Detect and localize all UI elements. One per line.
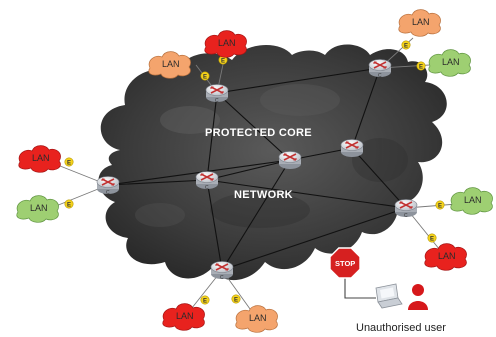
laptop-icon [375,283,403,309]
encryptor-icon: E [416,61,426,71]
lan-cloud-green: LAN [450,187,493,215]
lan-cloud-orange: LAN [235,305,278,333]
router-letter: C [215,98,219,104]
router-letter: C [106,190,110,196]
lan-cloud-green: LAN [16,195,59,223]
svg-text:E: E [67,203,71,209]
lan-cloud-orange: LAN [398,9,441,37]
unauthorised-access-path [344,278,376,299]
lan-label: LAN [412,17,430,27]
svg-text:E: E [419,65,423,71]
router-icon [278,150,302,170]
router-icon [340,138,364,158]
lan-label: LAN [442,57,460,67]
svg-text:E: E [203,299,207,305]
lan-label: LAN [162,59,180,69]
lan-cloud-red: LAN [162,303,205,331]
encryptor-icon: E [64,157,74,167]
stop-sign-label: STOP [335,259,355,268]
core-network-label-line2: NETWORK [234,189,293,201]
lan-cloud-green: LAN [428,49,471,77]
lan-cloud-red: LAN [204,30,247,58]
svg-text:E: E [404,44,408,50]
lan-cloud-orange: LAN [148,51,191,79]
encryptor-icon: E [435,200,445,210]
svg-text:E: E [203,75,207,81]
router-letter: C [205,185,209,191]
cloud-texture [135,84,408,228]
lan-label: LAN [32,153,50,163]
router-letter: C [404,213,408,219]
router-letter: C [220,275,224,281]
lan-cloud-red: LAN [18,145,61,173]
stop-sign-icon: STOP [329,247,361,279]
core-links [107,67,407,271]
lan-label: LAN [30,203,48,213]
user-icon [408,284,428,310]
encryptor-icon: E [200,71,210,81]
svg-text:E: E [430,237,434,243]
unauthorised-user-label: Unauthorised user [356,322,446,334]
lan-label: LAN [176,311,194,321]
router-letter: C [378,73,382,79]
router-letters: C C C C C C [106,73,408,281]
svg-text:E: E [234,298,238,304]
core-network-label-line1: PROTECTED CORE [205,127,312,139]
encryptors: E E E E E E E E E E [64,40,445,305]
encryptor-icon: E [401,40,411,50]
lan-label: LAN [438,251,456,261]
encryptor-icon: E [427,233,437,243]
svg-text:E: E [221,59,225,65]
svg-text:E: E [438,204,442,210]
encryptor-icon: E [64,199,74,209]
svg-text:E: E [67,161,71,167]
lan-label: LAN [464,195,482,205]
lan-cloud-red: LAN [424,243,467,271]
lan-label: LAN [249,313,267,323]
encryptor-icon: E [231,294,241,304]
lan-label: LAN [218,38,236,48]
encryptor-icon: E [200,295,210,305]
